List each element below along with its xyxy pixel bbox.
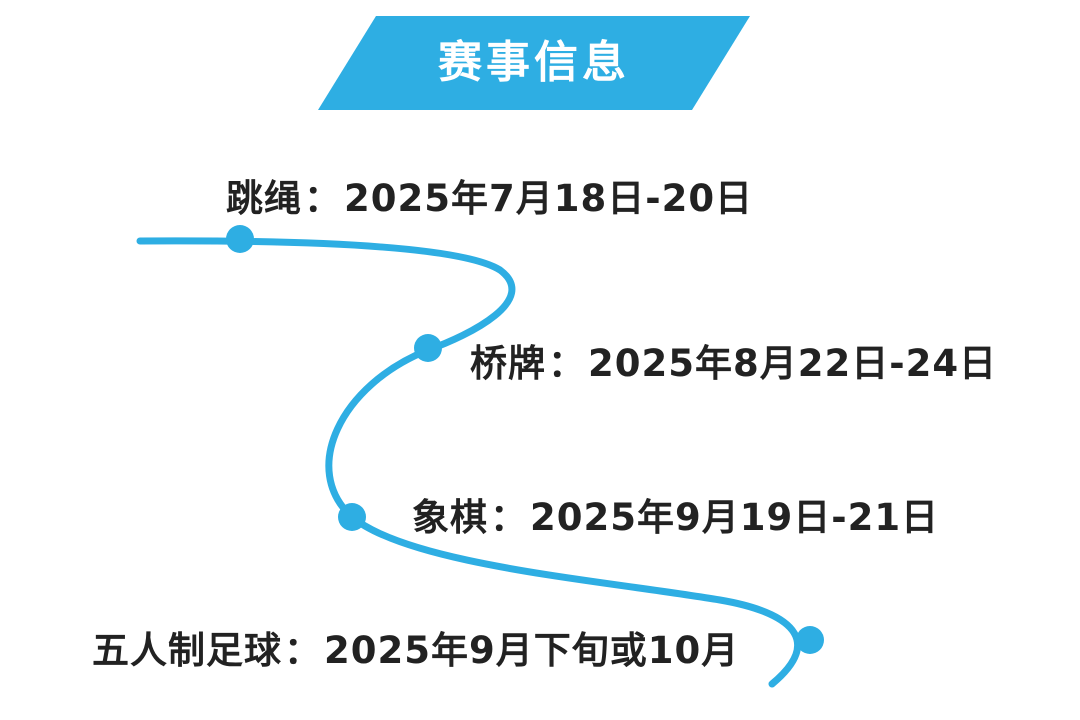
event-date: 2025年8月22日-24日 [588,342,998,385]
timeline-marker [796,626,824,654]
event-item: 桥牌：2025年8月22日-24日 [470,333,997,387]
event-date: 2025年9月19日-21日 [530,496,940,539]
timeline-marker [414,334,442,362]
timeline-marker [226,225,254,253]
event-separator: ： [304,177,342,220]
event-separator: ： [548,342,586,385]
event-item: 五人制足球：2025年9月下旬或10月 [92,620,739,674]
event-name: 桥牌 [470,342,546,385]
event-separator: ： [490,496,528,539]
event-name: 跳绳 [226,177,302,220]
event-item: 象棋：2025年9月19日-21日 [412,487,939,541]
header-banner: 赛事信息 [318,16,750,110]
event-name: 五人制足球 [92,629,282,672]
route-curve [136,237,802,688]
event-name: 象棋 [412,496,488,539]
timeline-marker [338,503,366,531]
event-separator: ： [284,629,322,672]
event-date: 2025年7月18日-20日 [344,177,754,220]
event-date: 2025年9月下旬或10月 [324,629,740,672]
event-item: 跳绳：2025年7月18日-20日 [226,168,753,222]
banner-parallelogram [318,16,750,110]
page-title: 赛事信息 [438,37,630,88]
